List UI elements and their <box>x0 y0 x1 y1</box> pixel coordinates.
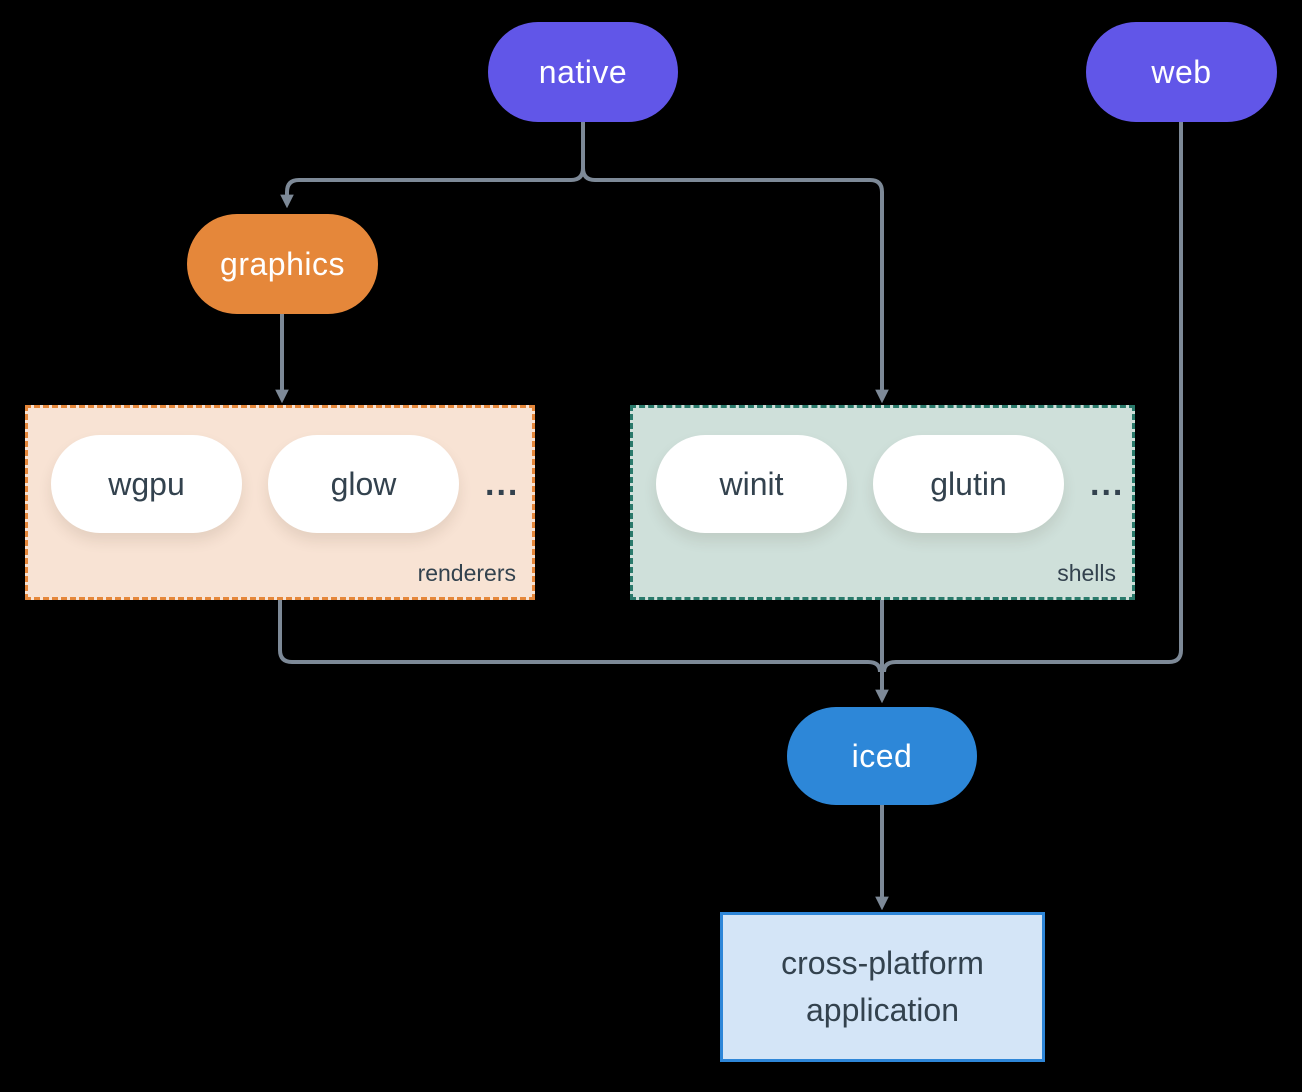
edge-native-to-shells <box>581 122 889 404</box>
group-shells-items: winit glutin ... <box>633 408 1132 533</box>
shells-ellipsis: ... <box>1090 464 1125 503</box>
node-winit: winit <box>656 435 847 533</box>
node-glow: glow <box>268 435 459 533</box>
group-shells: winit glutin ... shells <box>630 405 1135 600</box>
node-native: native <box>488 22 678 122</box>
node-glow-label: glow <box>330 465 397 502</box>
node-glutin: glutin <box>873 435 1064 533</box>
edge-native-to-graphics <box>280 122 585 209</box>
app-label-line2: application <box>806 992 959 1028</box>
node-graphics-label: graphics <box>220 245 345 282</box>
node-iced: iced <box>787 707 977 805</box>
node-web-label: web <box>1151 53 1212 90</box>
renderers-ellipsis: ... <box>485 464 520 503</box>
node-wgpu-label: wgpu <box>108 465 185 502</box>
edge-web-to-junction <box>882 122 1183 673</box>
node-iced-label: iced <box>851 737 913 774</box>
node-glutin-label: glutin <box>930 465 1007 502</box>
group-renderers: wgpu glow ... renderers <box>25 405 535 600</box>
node-wgpu: wgpu <box>51 435 242 533</box>
group-shells-label: shells <box>1057 560 1116 586</box>
node-native-label: native <box>538 53 628 90</box>
node-web: web <box>1086 22 1277 122</box>
app-label-line1: cross-platform <box>781 945 984 981</box>
group-renderers-label: renderers <box>417 560 516 586</box>
group-renderers-items: wgpu glow ... <box>28 408 532 533</box>
edge-renderers-to-junction <box>278 600 882 673</box>
node-winit-label: winit <box>719 465 784 502</box>
node-cross-platform-application: cross-platform application <box>720 912 1045 1062</box>
node-graphics: graphics <box>187 214 378 314</box>
